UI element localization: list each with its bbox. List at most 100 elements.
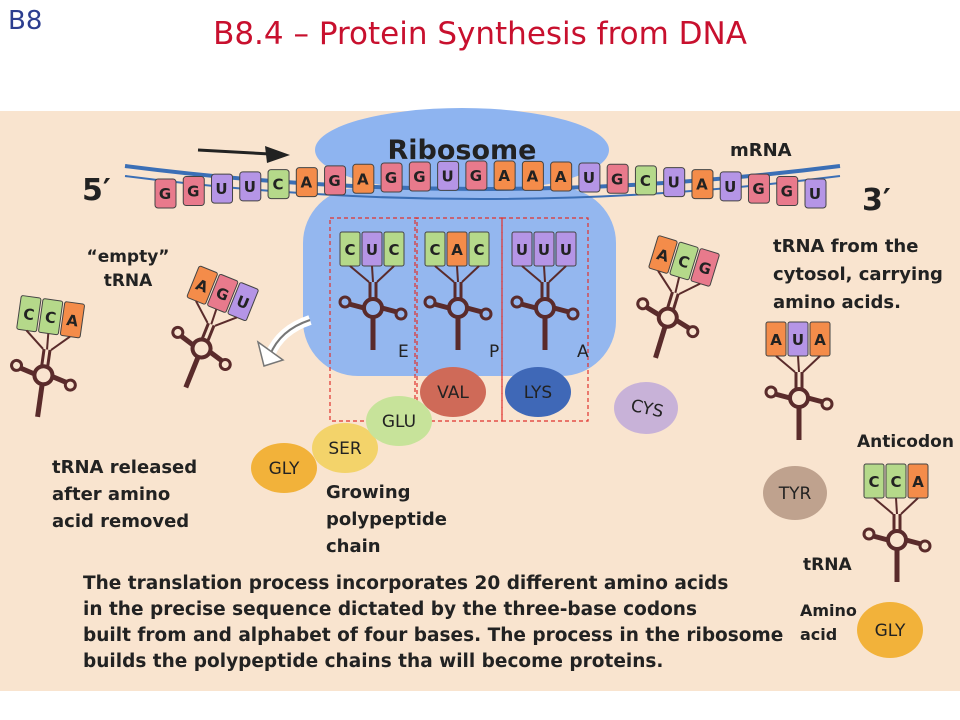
- mrna-base: G: [380, 162, 403, 193]
- svg-text:A: A: [300, 174, 312, 192]
- svg-text:C: C: [473, 241, 484, 259]
- mrna-base: U: [239, 171, 262, 202]
- svg-text:A: A: [912, 473, 924, 491]
- mrna-base: G: [465, 160, 488, 191]
- mrna-base: U: [804, 178, 827, 209]
- svg-text:A: A: [770, 331, 782, 349]
- svg-text:G: G: [752, 180, 764, 198]
- svg-text:C: C: [344, 241, 355, 259]
- amino-acid: GLY: [857, 602, 923, 658]
- svg-text:U: U: [583, 169, 595, 187]
- svg-text:C: C: [890, 473, 901, 491]
- anticodon-label: Anticodon: [857, 432, 954, 452]
- svg-text:U: U: [442, 167, 454, 185]
- svg-text:A: A: [65, 311, 79, 330]
- site-p-box: [414, 217, 503, 422]
- section-tag: B8: [8, 6, 43, 36]
- five-prime-label: 5′: [82, 173, 111, 208]
- mrna-base: G: [606, 163, 629, 194]
- mrna-base: U: [578, 162, 601, 193]
- mrna-base: C: [634, 165, 657, 196]
- svg-text:U: U: [516, 241, 528, 259]
- svg-text:C: C: [640, 172, 651, 190]
- amino-acid: GLU: [366, 396, 432, 446]
- svg-text:G: G: [470, 167, 482, 185]
- svg-text:LYS: LYS: [524, 383, 552, 403]
- mrna-base: G: [324, 165, 347, 196]
- empty-trna-label: “empty”tRNA: [87, 247, 170, 291]
- svg-text:C: C: [22, 305, 35, 324]
- mrna-base: G: [408, 161, 431, 192]
- svg-text:C: C: [44, 308, 57, 327]
- svg-text:A: A: [357, 170, 369, 188]
- mrna-base: A: [521, 160, 544, 191]
- svg-text:G: G: [159, 185, 171, 203]
- mrna-base: A: [691, 169, 714, 200]
- svg-text:C: C: [868, 473, 879, 491]
- mrna-base: G: [747, 173, 770, 204]
- amino-acid: GLY: [251, 443, 317, 493]
- svg-text:C: C: [676, 252, 692, 272]
- site-label: P: [489, 342, 499, 362]
- svg-text:C: C: [388, 241, 399, 259]
- svg-text:C: C: [429, 241, 440, 259]
- three-prime-label: 3′: [862, 183, 891, 218]
- amino-acid: VAL: [420, 367, 486, 417]
- site-a-box: [501, 217, 589, 422]
- svg-text:U: U: [244, 178, 256, 196]
- svg-text:VAL: VAL: [437, 383, 469, 403]
- mrna-base: G: [182, 176, 205, 207]
- svg-text:A: A: [527, 167, 539, 185]
- site-label: E: [398, 342, 409, 362]
- svg-text:A: A: [814, 331, 826, 349]
- svg-text:GLU: GLU: [382, 412, 416, 432]
- site-label: A: [577, 342, 589, 362]
- svg-text:U: U: [560, 241, 572, 259]
- mrna-base: G: [154, 178, 177, 209]
- slide-title: B8.4 – Protein Synthesis from DNA: [213, 16, 747, 52]
- svg-text:GLY: GLY: [269, 459, 300, 479]
- mrna-base: U: [719, 171, 742, 202]
- svg-text:A: A: [498, 167, 510, 185]
- svg-text:G: G: [385, 169, 397, 187]
- svg-text:G: G: [328, 172, 340, 190]
- svg-text:U: U: [668, 174, 680, 192]
- svg-text:G: G: [187, 183, 199, 201]
- svg-text:A: A: [555, 168, 567, 186]
- svg-text:G: G: [413, 168, 425, 186]
- svg-text:SER: SER: [328, 439, 362, 459]
- site-e-box: [329, 217, 418, 422]
- svg-text:U: U: [792, 331, 804, 349]
- mrna-base: C: [267, 169, 290, 200]
- svg-text:U: U: [724, 178, 736, 196]
- svg-text:G: G: [611, 170, 623, 188]
- svg-text:TYR: TYR: [778, 484, 812, 504]
- svg-text:U: U: [538, 241, 550, 259]
- direction-arrow: [197, 148, 271, 156]
- mrna-base: A: [493, 160, 516, 191]
- svg-text:C: C: [273, 176, 284, 194]
- caption-text: The translation process incorporates 20 …: [83, 573, 783, 672]
- svg-text:GLY: GLY: [875, 621, 906, 641]
- mrna-base: U: [663, 167, 686, 198]
- amino-acid: LYS: [505, 367, 571, 417]
- mrna-base: A: [550, 161, 573, 192]
- exit-arrow: [265, 315, 312, 358]
- mrna-base: U: [211, 173, 234, 204]
- svg-text:U: U: [809, 185, 821, 203]
- mrna-base: G: [776, 176, 799, 207]
- amino-acid: TYR: [763, 466, 827, 520]
- mrna-label: mRNA: [730, 140, 792, 161]
